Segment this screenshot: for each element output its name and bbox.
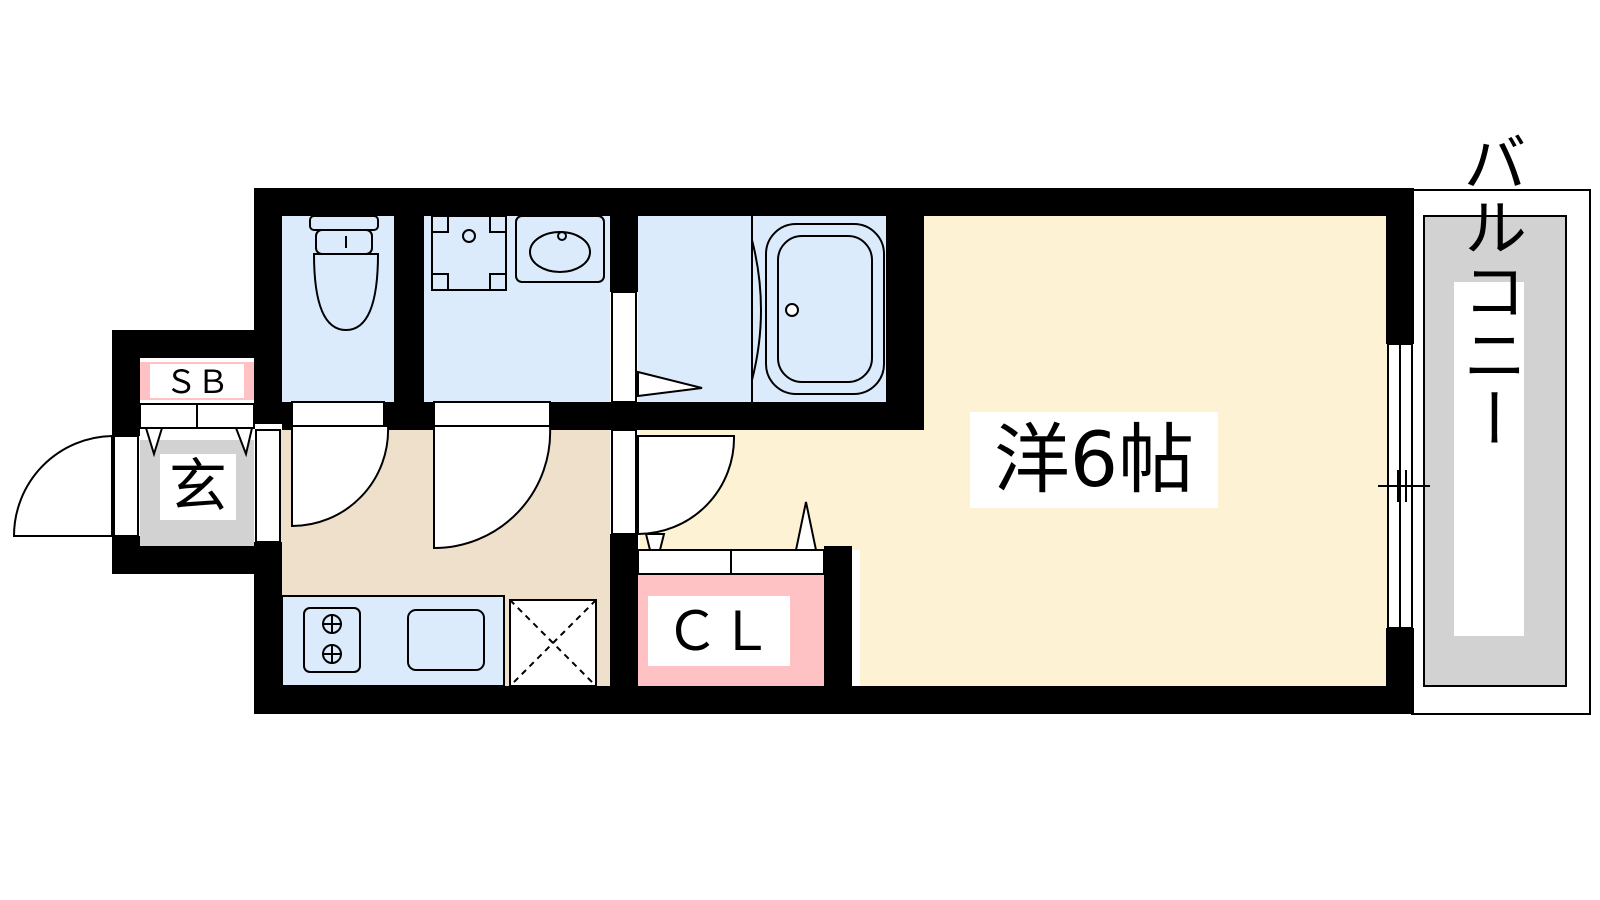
entrance-door [12, 434, 113, 537]
window-balcony [1378, 343, 1430, 629]
door-frame-entrance [113, 429, 281, 543]
bathroom-fixtures [637, 216, 885, 402]
room-label-bg [970, 412, 1218, 508]
toilet-door [291, 401, 390, 528]
window-bathroom-side [611, 291, 637, 403]
closet-doors [637, 501, 825, 575]
closet-label-bg [648, 596, 790, 666]
entrance-label-bg [160, 454, 236, 520]
room-door [637, 435, 736, 536]
room-label: 洋6帖 [994, 415, 1194, 504]
washing-machine-space [431, 215, 507, 291]
walls [112, 188, 1414, 714]
kitchen-counter [281, 595, 505, 687]
shoe-box-label: ＳＢ [165, 363, 229, 401]
entrance-label: 玄 [169, 452, 227, 520]
refrigerator-space [509, 599, 597, 687]
balcony-label-bg [1454, 282, 1524, 636]
balcony-label: バルコニー [1452, 130, 1526, 450]
shoe-box-doors [139, 403, 255, 458]
shoe-box-label-bg [150, 364, 244, 398]
closet-label: ＣＬ [665, 600, 773, 663]
washroom-door [433, 401, 552, 550]
door-frame-room [611, 429, 637, 535]
washbasin-fixture [515, 215, 605, 283]
toilet-fixture [309, 215, 380, 332]
